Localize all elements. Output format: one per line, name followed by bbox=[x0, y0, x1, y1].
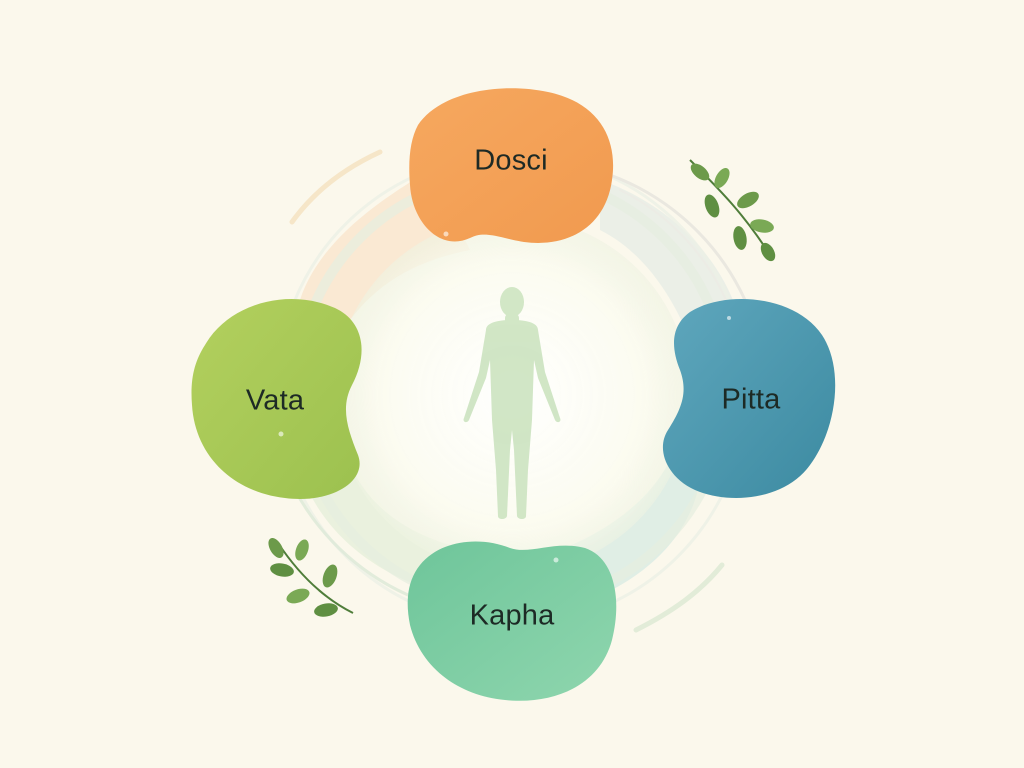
leaf-sprig-icon bbox=[268, 538, 354, 617]
node-label-bottom: Kapha bbox=[469, 599, 555, 632]
sparkle-dots bbox=[278, 231, 731, 563]
dosha-nodes bbox=[191, 88, 836, 701]
outer-arcs bbox=[289, 149, 725, 633]
leaf-sprig-icon bbox=[689, 159, 776, 262]
human-figure-icon bbox=[463, 287, 561, 519]
node-blob-top bbox=[409, 88, 614, 243]
node-label-left: Vata bbox=[245, 384, 305, 417]
node-label-top: Dosci bbox=[474, 144, 548, 177]
node-blob-bottom bbox=[407, 541, 617, 701]
node-blob-right bbox=[662, 299, 836, 498]
node-label-right: Pitta bbox=[721, 383, 781, 416]
node-blob-left bbox=[191, 299, 362, 499]
